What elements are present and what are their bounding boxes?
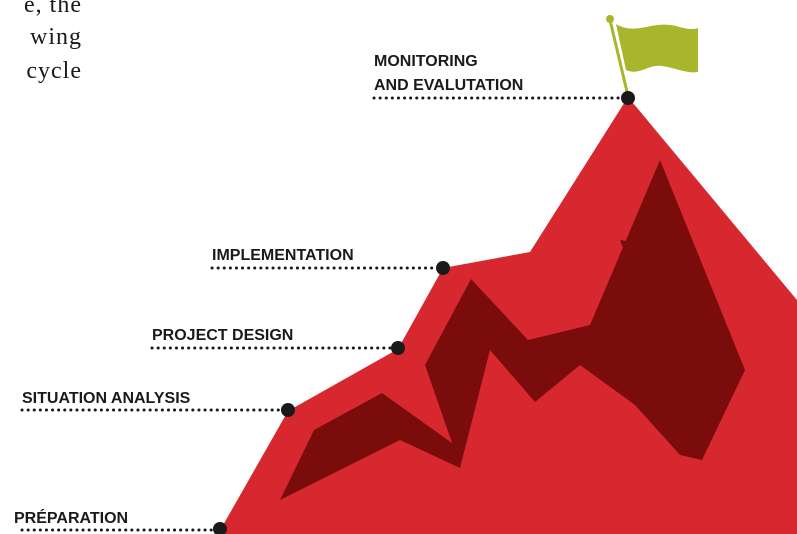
label-monitoring-line-2: AND EVALUTATION bbox=[374, 77, 523, 94]
marker-monitoring bbox=[621, 91, 635, 105]
mountain bbox=[218, 97, 797, 534]
stage-leaders bbox=[20, 91, 635, 534]
intro-text: e, the wing cycle bbox=[24, 0, 82, 84]
stage-labels: PRÉPARATION SITUATION ANALYSIS PROJECT D… bbox=[14, 53, 523, 527]
label-monitoring-line-1: MONITORING bbox=[374, 53, 478, 70]
flag-icon bbox=[616, 24, 698, 73]
label-preparation: PRÉPARATION bbox=[14, 508, 128, 527]
label-project-design: PROJECT DESIGN bbox=[152, 327, 293, 344]
intro-line-2: wing bbox=[30, 24, 82, 50]
intro-line-1: e, the bbox=[24, 0, 82, 18]
marker-situation-analysis bbox=[281, 403, 295, 417]
label-situation-analysis: SITUATION ANALYSIS bbox=[22, 390, 191, 407]
marker-implementation bbox=[436, 261, 450, 275]
summit-flag bbox=[606, 15, 698, 97]
marker-project-design bbox=[391, 341, 405, 355]
mountain-shadow-right bbox=[620, 240, 745, 460]
flag-pole-tip bbox=[606, 15, 614, 23]
flag-pole bbox=[608, 19, 630, 97]
marker-preparation bbox=[213, 522, 227, 534]
label-implementation: IMPLEMENTATION bbox=[212, 247, 354, 264]
intro-line-3: cycle bbox=[26, 58, 82, 84]
